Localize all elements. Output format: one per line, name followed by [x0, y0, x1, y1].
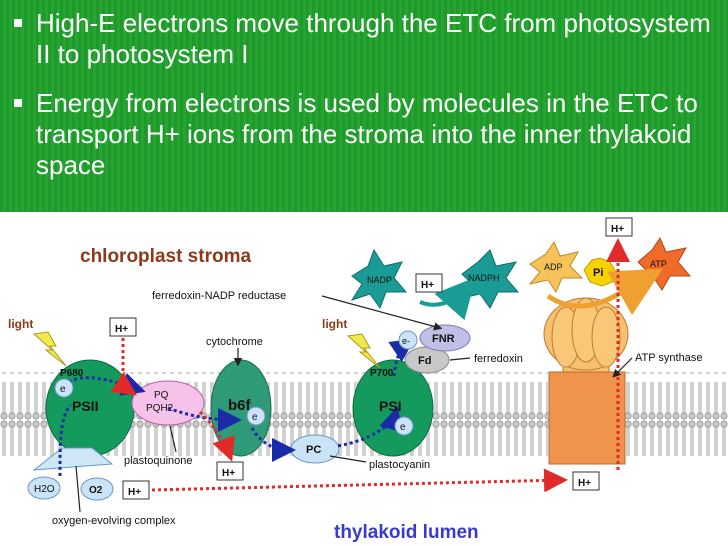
electron-label-fnr: e-: [402, 336, 410, 346]
adp-burst: [528, 240, 584, 294]
ferredoxin-label: ferredoxin: [474, 353, 523, 365]
atp-formation-arrow: [546, 268, 664, 316]
light-label-1: light: [8, 317, 33, 331]
h-plus-lumen-atp: H+: [578, 478, 591, 489]
electron-label-b6f: e: [252, 412, 258, 423]
atp-synthase-lobe: [591, 306, 621, 368]
pqh2-label: PQH2: [146, 403, 174, 414]
h-plus-box-lumen-atp: [572, 471, 600, 491]
oec-label: oxygen-evolving complex: [52, 515, 176, 527]
electron-path-b6f-pc: [250, 427, 296, 462]
proton-path-pq-lumen: [198, 410, 235, 462]
electron-psi: [394, 416, 414, 436]
light-label-2: light: [322, 317, 347, 331]
p680-label: P680: [60, 368, 84, 379]
electron-b6f: [246, 406, 266, 426]
bullet-marker: [14, 19, 22, 27]
h-plus-box-lumen-b6f: [216, 461, 244, 481]
leader-atp-synthase: [612, 357, 633, 378]
leader-plastocyanin: [329, 455, 367, 463]
nadp-burst: [350, 248, 408, 310]
nadp-label: NADP: [367, 275, 392, 285]
light-bolt-psii: [32, 331, 67, 367]
bullet-text-1: High-E electrons move through the ETC fr…: [36, 8, 711, 69]
h-plus-box-nadp: [415, 273, 443, 293]
nadph-arrow: [419, 277, 476, 321]
fd-label: Fd: [418, 355, 431, 367]
h2o-label: H2O: [34, 484, 55, 495]
b6f-label: b6f: [228, 397, 252, 414]
h-plus-lumen-oec: H+: [128, 487, 141, 498]
stroma-label: chloroplast stroma: [80, 246, 251, 267]
plastoquinone-label: plastoquinone: [124, 455, 193, 467]
h-plus-stroma1: H+: [115, 324, 128, 335]
leader-plastoquinone: [169, 425, 177, 453]
o2-label: O2: [89, 485, 103, 496]
water-molecule: [27, 476, 61, 500]
fnr-enzyme: [419, 324, 471, 352]
bullet-marker: [14, 99, 22, 107]
nadph-label: NADPH: [468, 273, 500, 283]
adp-label: ADP: [544, 262, 563, 272]
p700-label: P700: [370, 368, 394, 379]
pq-label: PQ: [154, 390, 169, 401]
h-plus-box-stroma1: [109, 317, 137, 337]
electron-path-pq-b6f: [167, 406, 242, 432]
atp-label: ATP: [650, 259, 667, 269]
h-plus-top: H+: [611, 224, 624, 235]
fnr-short-label: FNR: [432, 333, 455, 345]
fnr-label: ferredoxin-NADP reductase: [152, 290, 286, 302]
h-plus-nadp: H+: [421, 280, 434, 291]
bullet-item-1: High-E electrons move through the ETC fr…: [14, 8, 714, 70]
proton-path-lumen-atp: [151, 468, 568, 493]
bullet-item-2: Energy from electrons is used by molecul…: [14, 88, 714, 181]
leader-oec: [75, 465, 81, 513]
h-plus-lumen-b6f: H+: [222, 468, 235, 479]
electron-label-psi: e: [400, 422, 406, 433]
oxygen-molecule: [80, 477, 114, 501]
oxygen-evolving-complex: [32, 447, 114, 471]
h-plus-box-top: [605, 217, 633, 237]
title-banner: High-E electrons move through the ETC fr…: [0, 0, 728, 212]
atp-synthase-label: ATP synthase: [635, 352, 702, 364]
electron-path-pc-psi: [337, 406, 403, 448]
atp-synthase-base: [548, 371, 626, 465]
lumen-label: thylakoid lumen: [334, 522, 479, 543]
electron-fnr: [398, 330, 418, 350]
electron-psii: [54, 378, 74, 398]
pc-label: PC: [306, 444, 321, 456]
leader-ferredoxin: [449, 357, 471, 361]
light-bolt-psi: [346, 333, 381, 369]
psii-label: PSII: [72, 398, 98, 414]
electron-label-psii: e: [60, 384, 66, 395]
cytochrome-label: cytochrome: [206, 336, 263, 348]
plastocyanin-label: plastocyanin: [369, 459, 430, 471]
pi-label: Pi: [593, 267, 603, 279]
bullet-text-2: Energy from electrons is used by molecul…: [36, 88, 698, 180]
h-plus-box-lumen-oec: [122, 480, 150, 500]
psi-label: PSI: [379, 398, 402, 414]
proton-path-stroma-pq: [110, 338, 137, 396]
leader-fnr: [321, 295, 443, 331]
electron-path-water-psii: [58, 404, 72, 477]
